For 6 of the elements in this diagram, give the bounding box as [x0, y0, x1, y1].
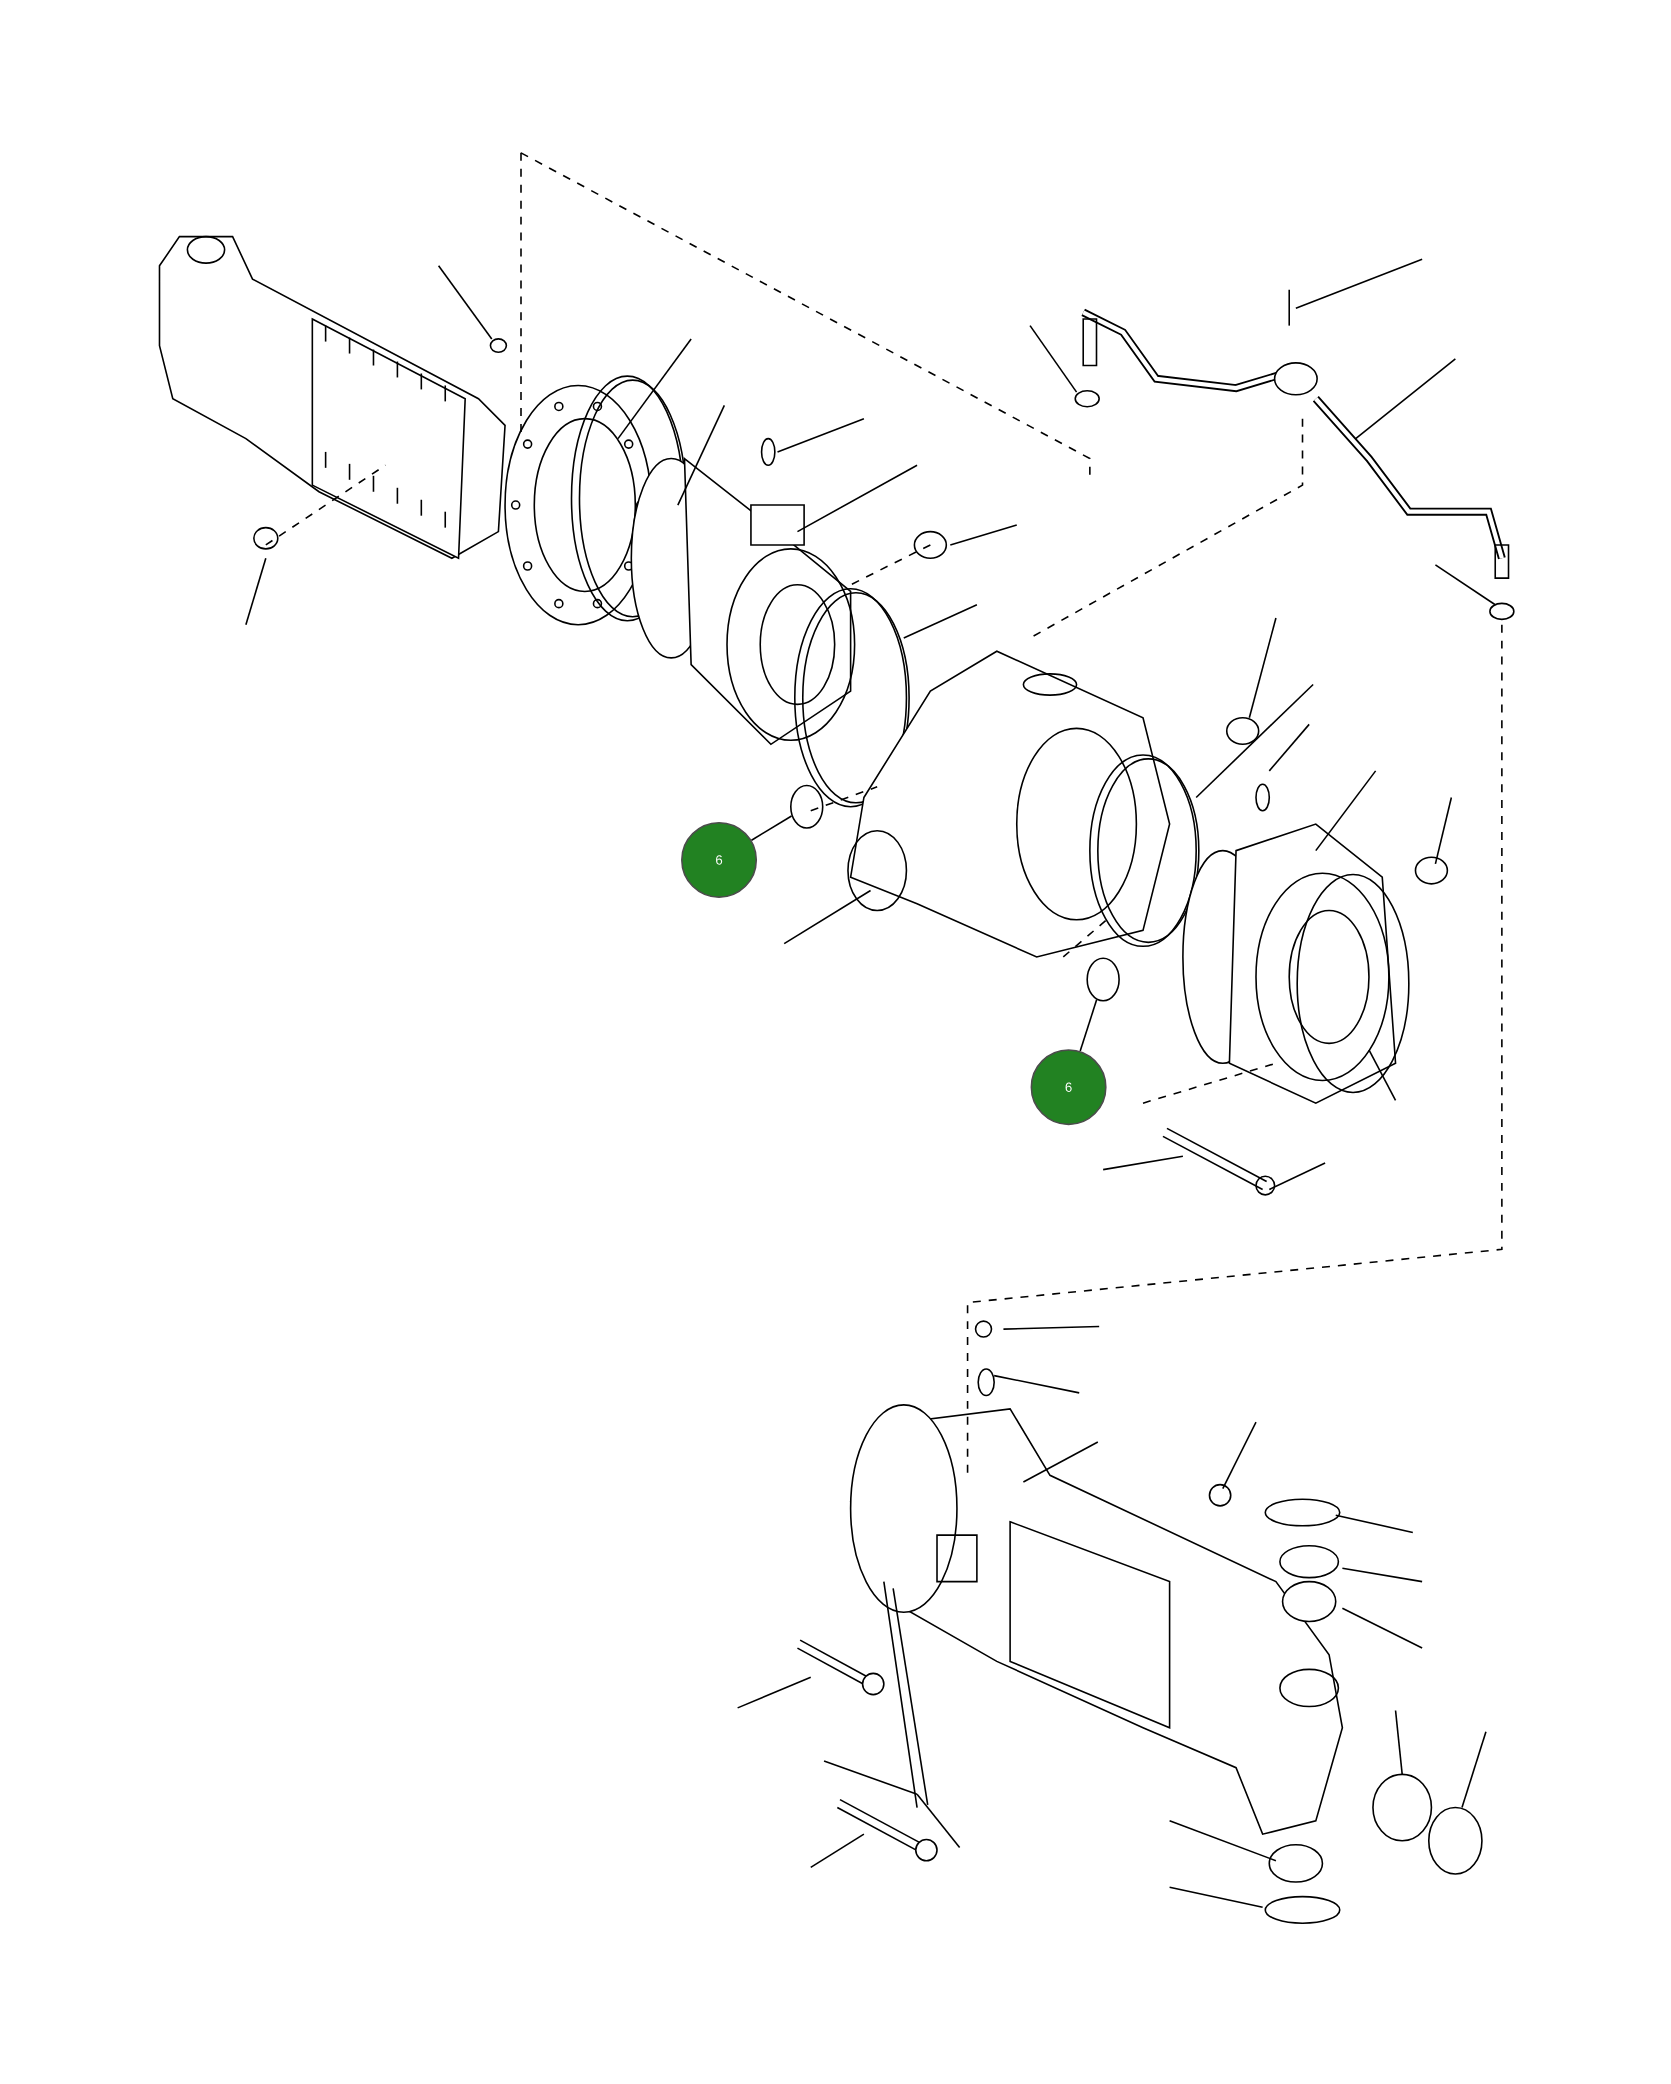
callout-number: 6: [1030, 1049, 1107, 1126]
leader-line: [1079, 999, 1098, 1052]
leader-line: [750, 815, 793, 841]
callout-number: 6: [681, 821, 758, 898]
o-ring: [790, 784, 824, 829]
o-ring: [1086, 957, 1121, 1002]
